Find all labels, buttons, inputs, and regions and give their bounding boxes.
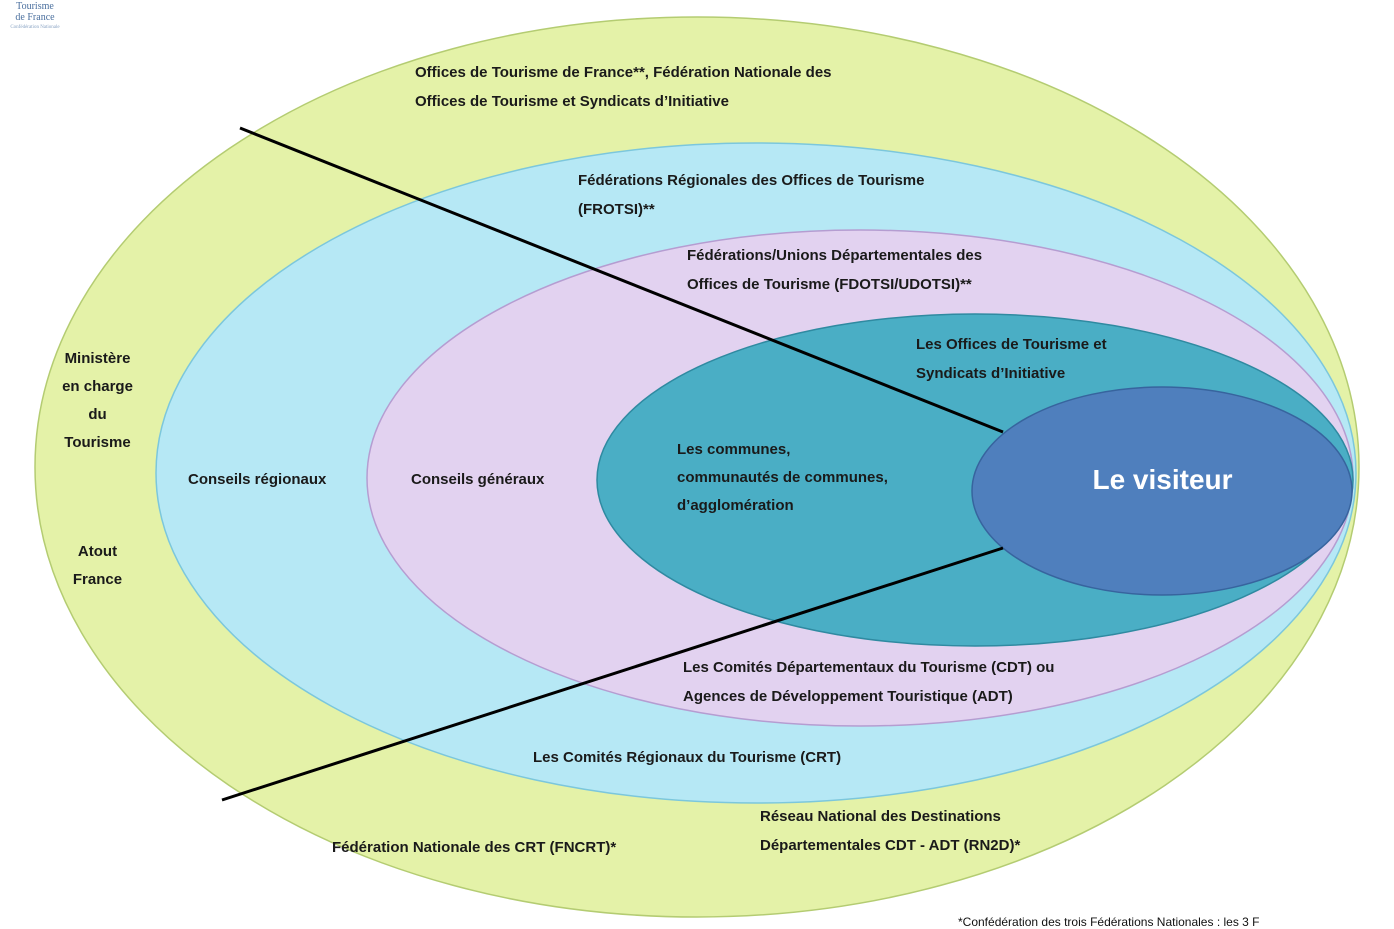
cdt-line-1: Les Comités Départementaux du Tourisme (… (683, 659, 1055, 676)
ring-visitor (971, 386, 1353, 596)
divider-upper (239, 126, 1004, 434)
crt-label: Les Comités Régionaux du Tourisme (CRT) (533, 749, 842, 766)
communes-line-3: d’agglomération (677, 497, 794, 514)
tourisme-de-france-logo: Tourisme de France Confédération Nationa… (2, 1, 68, 30)
rn2d-line-1: Réseau National des Destinations (760, 808, 1001, 825)
logo-line-1: Tourisme (16, 1, 54, 12)
communes-line-2: communautés de communes, (677, 469, 888, 486)
divider-lower (221, 546, 1004, 802)
national-top-line-1: Offices de Tourisme de France**, Fédérat… (415, 64, 832, 81)
frotsi-line-1: Fédérations Régionales des Offices de To… (578, 172, 925, 189)
visitor-label: Le visiteur (1092, 464, 1233, 495)
atout-line-2: France (72, 571, 123, 588)
fdotsi-label: Fédérations/Unions Départementales des O… (687, 241, 982, 299)
communes-label: Les communes, communautés de communes, d… (677, 436, 888, 520)
offices-line-2: Syndicats d’Initiative (916, 365, 1066, 382)
cdt-line-2: Agences de Développement Touristique (AD… (683, 688, 1013, 705)
frotsi-line-2: (FROTSI)** (578, 201, 655, 218)
footnote: *Confédération des trois Fédérations Nat… (958, 915, 1260, 929)
ministere-line-2: en charge (62, 378, 133, 395)
offices-tourisme-label: Les Offices de Tourisme et Syndicats d’I… (916, 330, 1107, 388)
national-top-label: Offices de Tourisme de France**, Fédérat… (415, 58, 832, 116)
cdt-adt-label: Les Comités Départementaux du Tourisme (… (683, 653, 1054, 711)
communes-line-1: Les communes, (677, 441, 791, 458)
fdotsi-line-2: Offices de Tourisme (FDOTSI/UDOTSI)** (687, 276, 972, 293)
atout-france-label: Atout France (40, 538, 155, 594)
fdotsi-line-1: Fédérations/Unions Départementales des (687, 247, 983, 264)
offices-line-1: Les Offices de Tourisme et (916, 336, 1107, 353)
atout-line-1: Atout (77, 543, 118, 560)
rn2d-label: Réseau National des Destinations Départe… (760, 802, 1020, 860)
frotsi-label: Fédérations Régionales des Offices de To… (578, 166, 925, 224)
ministere-label: Ministère en charge du Tourisme (40, 345, 155, 457)
ministere-line-3: du (88, 406, 107, 423)
national-top-line-2: Offices de Tourisme et Syndicats d’Initi… (415, 93, 729, 110)
fncrt-label: Fédération Nationale des CRT (FNCRT)* (332, 839, 617, 856)
conseils-generaux-label: Conseils généraux (411, 471, 545, 488)
conseils-regionaux-label: Conseils régionaux (188, 471, 327, 488)
rn2d-line-2: Départementales CDT - ADT (RN2D)* (760, 837, 1021, 854)
ministere-line-4: Tourisme (64, 434, 131, 451)
logo-line-2: de France (15, 11, 55, 23)
ministere-line-1: Ministère (64, 350, 131, 367)
logo-line-3: Confédération Nationale (10, 25, 60, 30)
